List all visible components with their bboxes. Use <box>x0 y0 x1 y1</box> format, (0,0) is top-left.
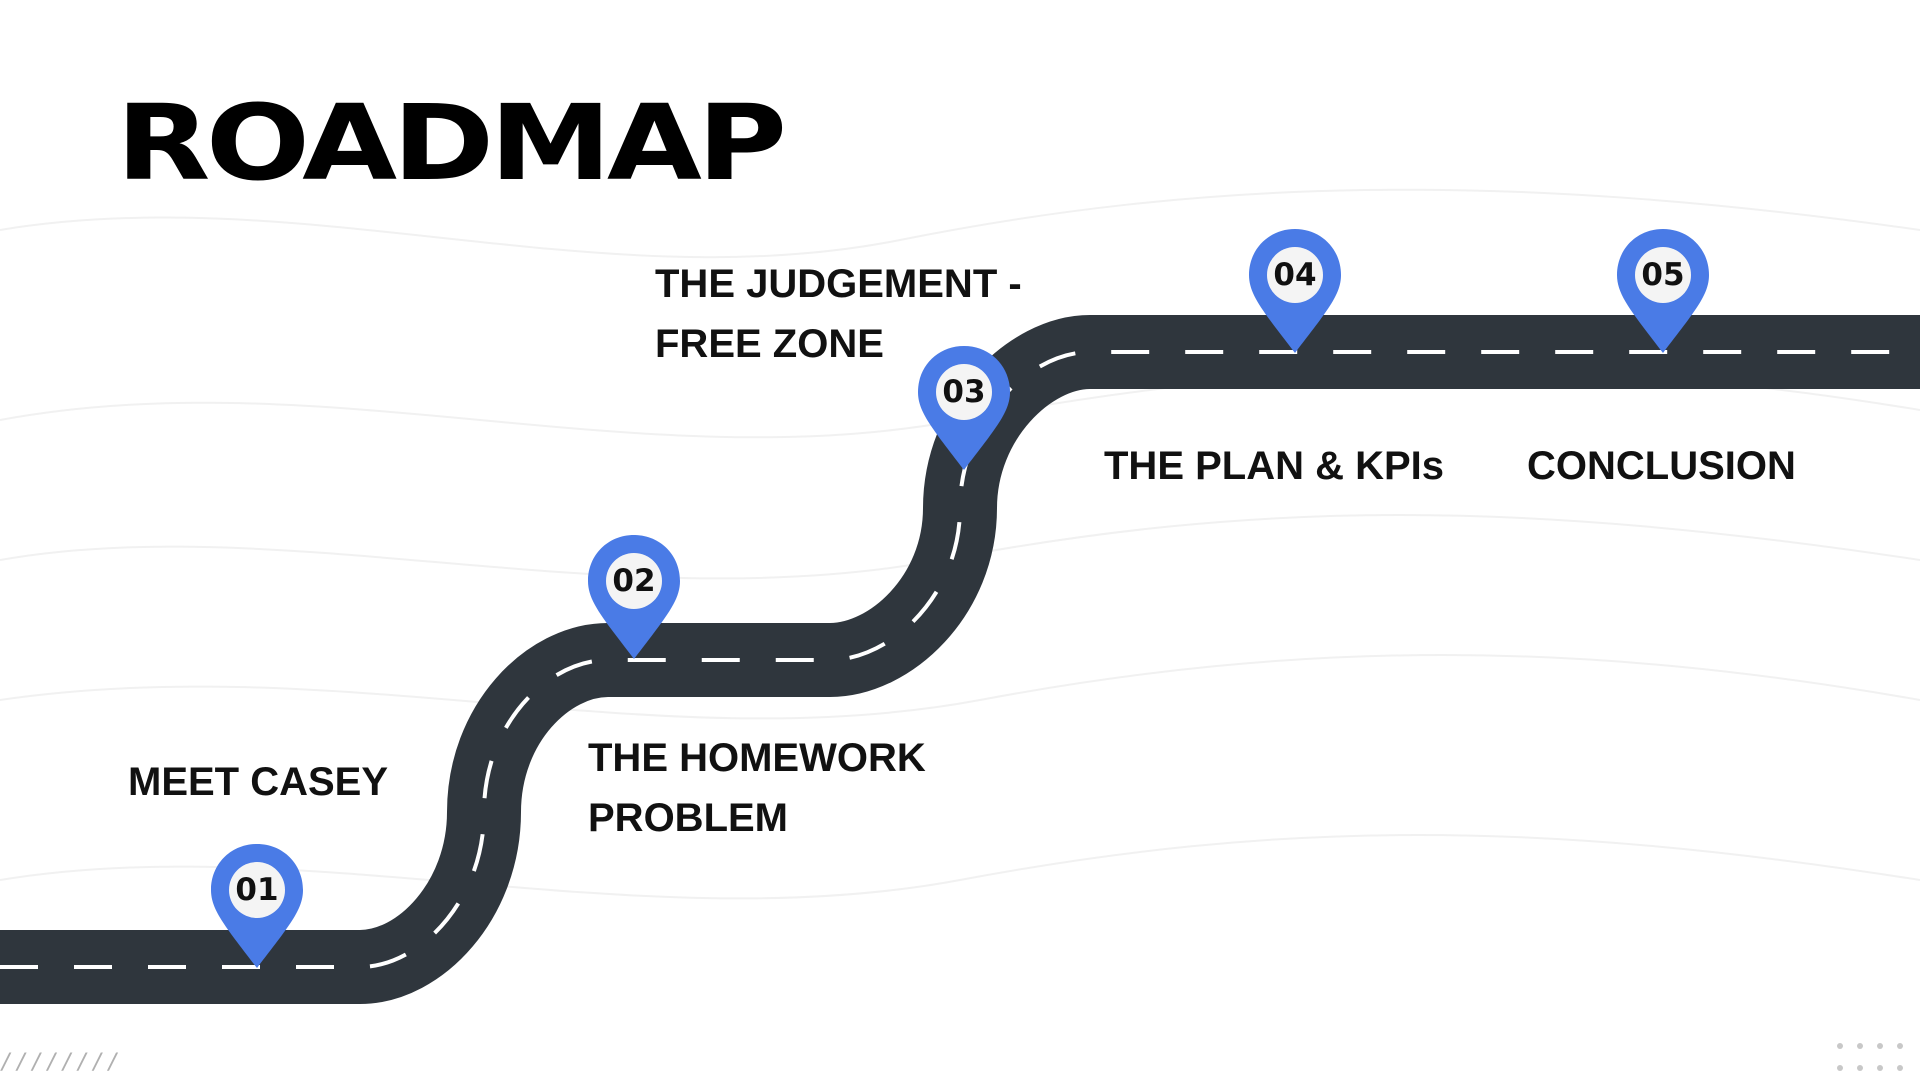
milestone-label-line: CONCLUSION <box>1527 444 1796 488</box>
slide-title: ROADMAP <box>116 82 787 204</box>
map-pin-icon <box>1249 229 1341 353</box>
milestone-pin-04[interactable]: 04 <box>1249 229 1341 353</box>
milestone-label-line: THE HOMEWORK <box>588 736 926 780</box>
footer-slashes: //////// <box>0 1050 122 1075</box>
milestone-label-01: MEET CASEY <box>128 752 388 812</box>
map-pin-icon <box>918 346 1010 470</box>
milestone-number: 01 <box>235 872 279 908</box>
milestone-label-line: PROBLEM <box>588 796 788 840</box>
map-pin-icon <box>211 844 303 968</box>
milestone-label-02: THE HOMEWORK PROBLEM <box>588 728 926 848</box>
milestone-label-line: FREE ZONE <box>655 322 884 366</box>
milestone-pin-05[interactable]: 05 <box>1617 229 1709 353</box>
dot-grid-icon <box>1837 1043 1903 1071</box>
milestone-label-04: THE PLAN & KPIs <box>1104 436 1444 496</box>
milestone-pin-02[interactable]: 02 <box>588 535 680 659</box>
milestone-label-line: THE PLAN & KPIs <box>1104 444 1445 488</box>
milestone-pin-01[interactable]: 01 <box>211 844 303 968</box>
milestone-number: 04 <box>1273 257 1317 293</box>
milestone-pin-03[interactable]: 03 <box>918 346 1010 470</box>
milestone-number: 05 <box>1641 257 1685 293</box>
milestone-number: 02 <box>612 563 656 599</box>
milestone-label-05: CONCLUSION <box>1527 436 1796 496</box>
milestone-label-03: THE JUDGEMENT - FREE ZONE <box>655 254 1022 374</box>
map-pin-icon <box>588 535 680 659</box>
milestone-label-line: THE JUDGEMENT - <box>655 262 1022 306</box>
milestone-label-line: MEET CASEY <box>128 760 389 804</box>
milestone-number: 03 <box>942 374 986 410</box>
map-pin-icon <box>1617 229 1709 353</box>
